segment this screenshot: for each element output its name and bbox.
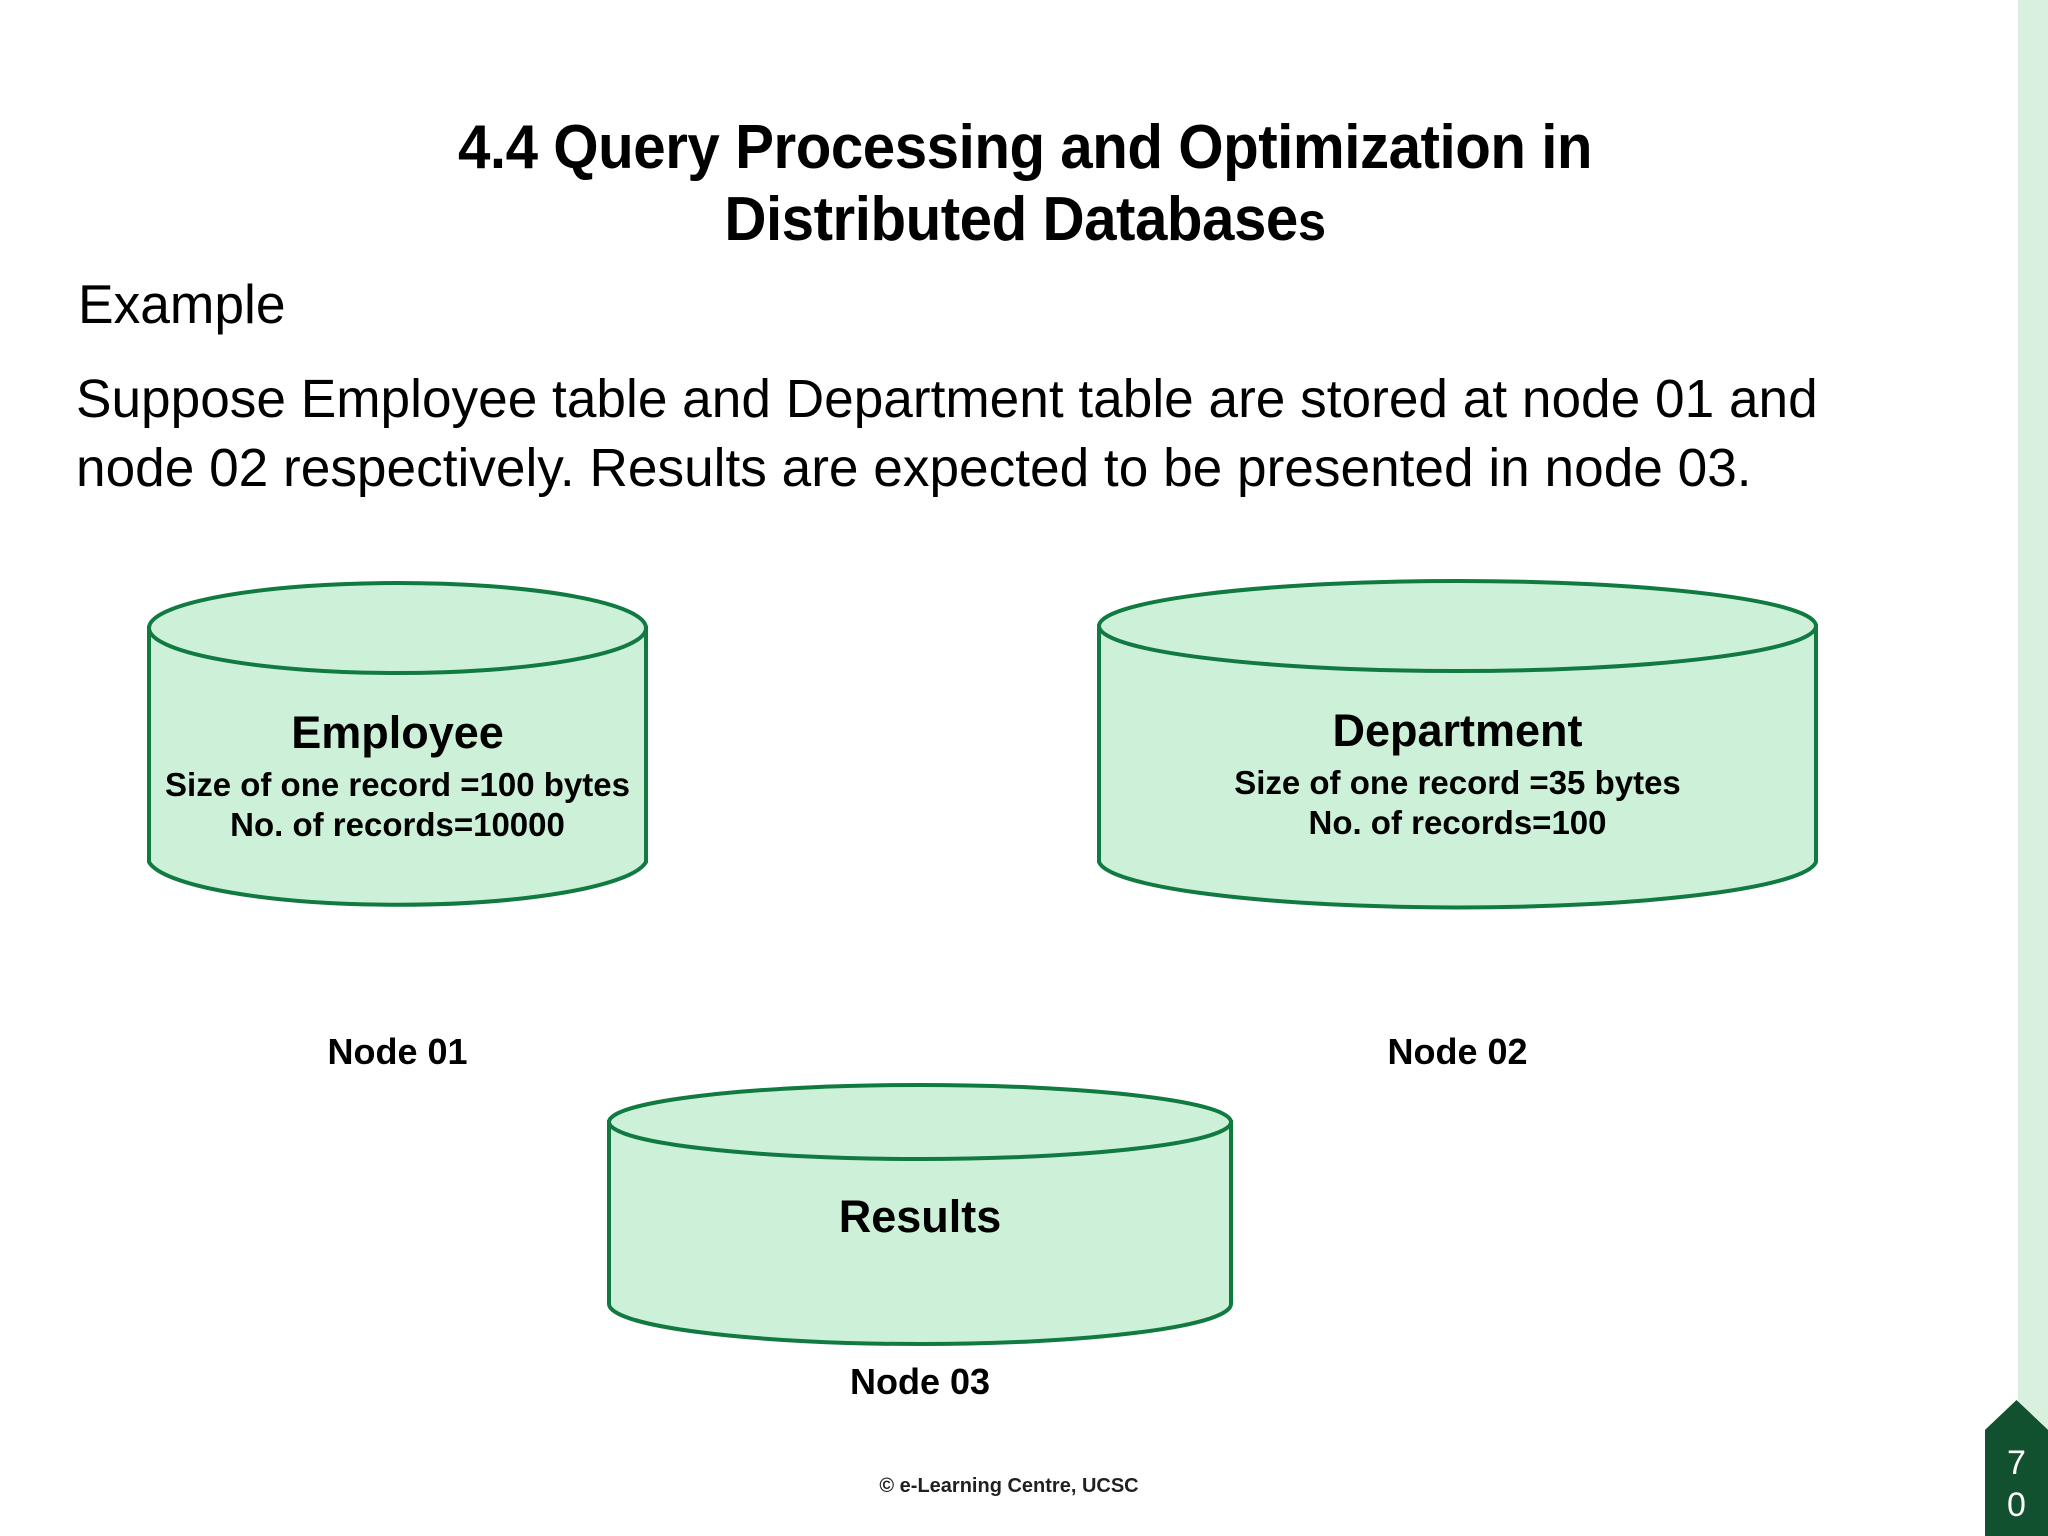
banner-shape [1985,1400,2048,1536]
example-label: Example [78,273,286,335]
page-number-banner: 7 0 [1985,1400,2048,1536]
cylinder-results: Results [605,1082,1235,1346]
cylinder-employee-line-1: Size of one record =100 bytes [165,766,630,803]
slide-title: 4.4 Query Processing and Optimization in… [184,112,1867,258]
cylinder-department-shape [1097,579,1818,910]
slide-title-line-2-tail: s [1297,192,1326,252]
cylinder-results-title: Results [838,1191,1002,1242]
cylinder-department-line-2: No. of records=100 [1308,804,1607,841]
example-paragraph: Suppose Employee table and Department ta… [76,369,1818,498]
page-number-digit-2: 0 [2007,1486,2026,1524]
cylinder-department-line-1: Size of one record =35 bytes [1234,764,1681,801]
cylinder-employee-shape [147,581,648,907]
slide-title-line-2: Distributed Databases [184,184,1867,258]
right-edge-strip [2018,0,2048,1536]
node-label-02: Node 02 [1387,1031,1528,1072]
cylinder-department-title: Department [1332,705,1583,756]
page-number-digit-1: 7 [2007,1444,2026,1482]
node-label-03: Node 03 [849,1361,991,1402]
slide-title-line-1: 4.4 Query Processing and Optimization in [457,113,1593,182]
cylinder-results-shape [607,1083,1233,1346]
node-label-01: Node 01 [327,1031,468,1072]
slide-title-line-2-main: Distributed Database [724,185,1298,254]
cylinder-employee-title: Employee [291,707,504,758]
cylinder-department: Department Size of one record =35 bytes … [1095,578,1820,910]
footer-copyright: © e-Learning Centre, UCSC [879,1475,1139,1497]
cylinder-employee-line-2: No. of records=10000 [230,806,565,843]
cylinder-employee: Employee Size of one record =100 bytes N… [145,580,650,910]
